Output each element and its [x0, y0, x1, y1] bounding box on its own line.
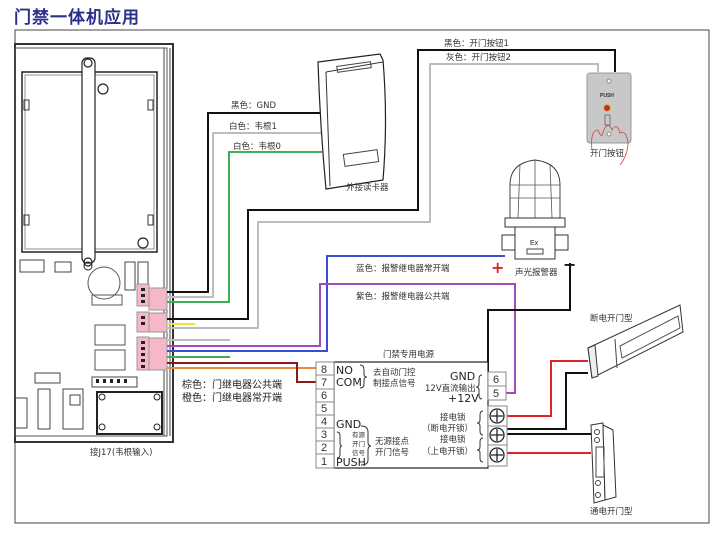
auto-door-label-2: 制接点信号	[373, 378, 416, 389]
terminal-4: 4	[321, 416, 327, 428]
lock2-label-2: （上电开锁）	[422, 446, 473, 457]
alarm-minus: −	[563, 255, 576, 274]
terminal-2: 2	[321, 442, 327, 454]
wire-label-alarm-com: 紫色：报警继电器公共端	[356, 291, 450, 302]
push-button-icon	[603, 104, 611, 112]
dry-contact-label-2: 开门信号	[375, 447, 409, 458]
controller-wiegand-label: 接J17(韦根输入)	[90, 447, 152, 458]
card-reader-label: 外接读卡器	[346, 182, 389, 193]
electric-strike: 通电开门型	[590, 422, 633, 517]
wire-reader-gnd	[167, 112, 322, 293]
wire-reader-d1	[167, 132, 322, 298]
lock1-label-2: （断电开锁）	[422, 423, 473, 434]
terminal-out-5: 5	[493, 388, 499, 400]
card-reader: 外接读卡器	[317, 53, 389, 193]
screw-terminals	[487, 405, 508, 467]
power-supply-title: 门禁专用电源	[383, 349, 435, 360]
terminal-out-6: 6	[493, 374, 499, 386]
wire-maglock-neg	[507, 372, 588, 430]
wire-alarm-com	[167, 283, 516, 394]
wire-label-d1: 白色：韦根1	[229, 121, 277, 132]
wire-label-button1: 黑色：开门按钮1	[444, 38, 509, 49]
ex-badge: Ex	[530, 240, 539, 247]
power-supply: 门禁专用电源 8 7 6 5 4 3 2 1 NO COM 去自动门控 制接点信…	[315, 349, 508, 469]
wire-relay-com	[167, 362, 316, 383]
wire-label-relay-no: 橙色：门继电器常开端	[182, 391, 282, 404]
com-label: COM	[336, 376, 362, 389]
push-label: PUSH	[336, 456, 366, 469]
lock1-label-1: 接电锁	[440, 412, 466, 423]
wire-maglock-pos	[507, 360, 588, 417]
active-label-2: 开门	[352, 439, 365, 448]
strike-lock-label: 通电开门型	[590, 506, 633, 517]
exit-button: PUSH 开门按钮	[586, 72, 632, 166]
push-text: PUSH	[600, 93, 614, 99]
terminal-5: 5	[321, 403, 327, 415]
hand-icon	[591, 125, 629, 166]
terminal-1: 1	[321, 456, 327, 468]
dry-contact-label-1: 无源接点	[375, 436, 410, 447]
terminal-3: 3	[321, 429, 327, 441]
right-terminal-block: 6 5	[487, 371, 507, 401]
exit-button-label: 开门按钮	[590, 148, 625, 159]
active-label-3: 信号	[352, 448, 366, 457]
no-label: NO	[336, 364, 353, 377]
left-terminal-block: 8 7 6 5 4 3 2 1	[315, 361, 335, 469]
access-controller: 接J17(韦根输入)	[14, 43, 174, 458]
alarm-label: 声光报警器	[515, 267, 558, 278]
wire-label-relay-com: 棕色：门继电器公共端	[182, 378, 282, 391]
lock2-label-1: 接电锁	[440, 434, 466, 445]
out-12v-label: +12V	[448, 392, 479, 405]
alarm-plus: +	[491, 258, 504, 277]
wire-reader-d0	[167, 151, 322, 303]
terminal-6: 6	[321, 390, 327, 402]
wire-label-button2: 灰色：开门按钮2	[446, 52, 511, 63]
wire-alarm-no	[167, 255, 505, 352]
mag-lock-label: 断电开门型	[590, 313, 633, 324]
out-dc-label: 12V直流输出	[425, 383, 476, 394]
active-label-1: 有源	[352, 430, 366, 439]
wire-button-1	[167, 49, 616, 320]
wire-button-2	[167, 63, 599, 329]
auto-door-label-1: 去自动门控	[373, 367, 416, 378]
terminal-8: 8	[321, 364, 327, 376]
page-title: 门禁一体机应用	[14, 8, 140, 28]
wire-label-alarm-no: 蓝色：报警继电器常开端	[356, 263, 450, 274]
out-gnd-label: GND	[450, 370, 475, 383]
wire-label-d0: 白色：韦根0	[233, 141, 281, 152]
sound-light-alarm: Ex 声光报警器 + −	[491, 159, 576, 278]
wire-label-gnd: 黑色：GND	[231, 100, 276, 111]
gnd-label: GND	[336, 418, 361, 431]
magnetic-lock: 断电开门型	[587, 304, 684, 379]
terminal-7: 7	[321, 377, 327, 389]
